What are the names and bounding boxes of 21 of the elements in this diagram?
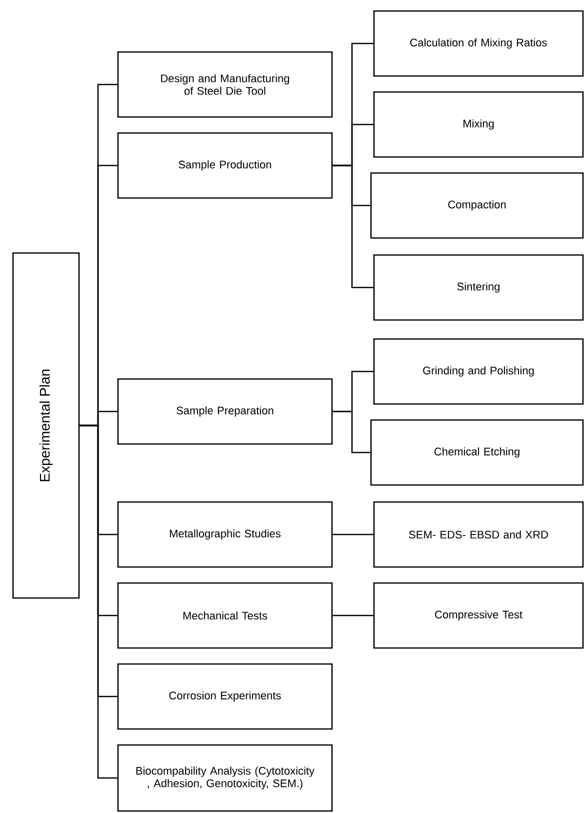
process-box: Sample Preparation	[117, 378, 333, 445]
process-box: Chemical Etching	[370, 419, 584, 486]
connector-line	[332, 164, 374, 288]
connector-line	[332, 534, 374, 536]
process-box: Grinding and Polishing	[373, 338, 584, 405]
process-box: Calculation of Mixing Ratios	[373, 10, 584, 77]
process-box: SEM- EDS- EBSD and XRD	[373, 501, 584, 568]
process-box: Design and Manufacturing of Steel Die Tool	[117, 51, 333, 118]
process-box: Compressive Test	[373, 582, 584, 649]
process-box: Mechanical Tests	[117, 582, 333, 649]
connector-line	[332, 614, 374, 616]
process-box: Compaction	[370, 172, 584, 239]
process-box: Mixing	[373, 91, 584, 158]
process-box: Experimental Plan	[12, 252, 80, 599]
connector-line	[332, 410, 370, 454]
process-box: Sample Production	[117, 132, 333, 199]
process-box: Metallographic Studies	[117, 501, 333, 568]
process-box: Corrosion Experiments	[117, 663, 333, 730]
connector-line	[80, 424, 118, 779]
process-box: Biocompability Analysis (Cytotoxicity , Adhesion, Genotoxicity, SEM.)	[117, 744, 333, 812]
process-box: Sintering	[373, 254, 584, 321]
